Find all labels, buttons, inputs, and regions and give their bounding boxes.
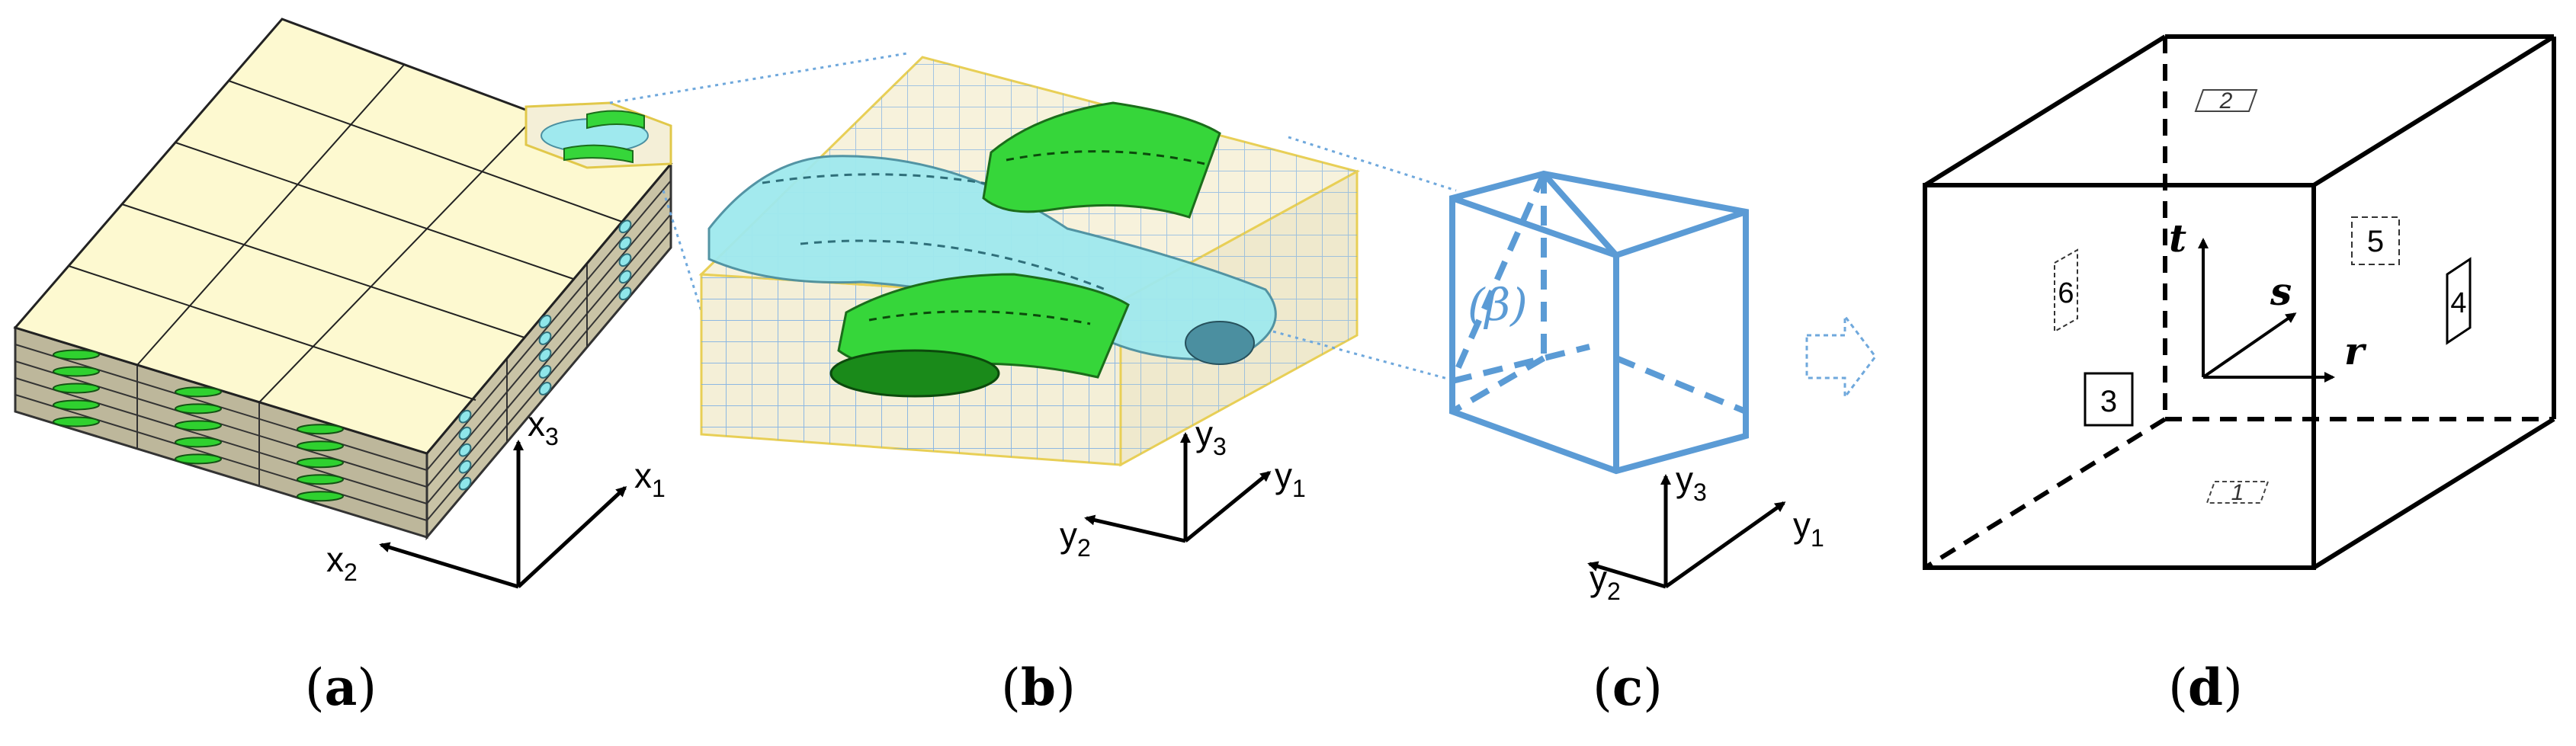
hollow-arrow-right-icon (1807, 316, 1875, 397)
face-label-5: 5 (2352, 217, 2399, 264)
axis-label-x2: x2 (326, 539, 358, 586)
axis-x2-arrow (381, 545, 518, 587)
face-label-1: 1 (2207, 480, 2268, 505)
face-label-6: 6 (2055, 250, 2077, 331)
axis-label-t: t (2169, 216, 2186, 261)
caption-d: (d) (2168, 658, 2243, 717)
svg-text:1: 1 (2231, 480, 2244, 505)
axis-y1-arrow-c (1666, 503, 1784, 587)
axis-y2-arrow (1086, 518, 1185, 541)
weft-cross-section (297, 458, 343, 467)
weft-cross-section (297, 441, 343, 450)
panel-a-laminate (15, 19, 671, 537)
svg-text:4: 4 (2450, 287, 2466, 319)
weft-cross-section (175, 404, 221, 413)
svg-text:3: 3 (2100, 385, 2117, 418)
weft-cross-section (175, 454, 221, 463)
axis-label-y3-b: y3 (1195, 414, 1227, 460)
panel-b-unit-cell (701, 57, 1357, 465)
caption-b: (b) (1001, 658, 1076, 717)
face-label-3: 3 (2085, 373, 2132, 425)
axis-label-s: s (2270, 269, 2292, 314)
axis-label-y2-c: y2 (1590, 559, 1621, 605)
axis-label-y1-c: y1 (1793, 505, 1824, 552)
face-label-2: 2 (2196, 88, 2257, 114)
axis-label-r: r (2344, 328, 2367, 373)
axis-y1-arrow (1185, 472, 1269, 541)
weft-cross-section (53, 367, 99, 376)
svg-text:2: 2 (2219, 88, 2233, 114)
axis-s-arrow (2203, 314, 2295, 377)
weft-cross-section (297, 424, 343, 434)
weft-cross-section (53, 417, 99, 426)
axis-label-x1: x1 (634, 456, 666, 502)
axes-c: y3 y1 y2 (1590, 459, 1824, 605)
axis-x1-arrow (518, 488, 625, 587)
weft-cross-section (297, 475, 343, 484)
axis-label-y1-b: y1 (1275, 456, 1306, 502)
weft-cross-section (297, 491, 343, 501)
svg-text:6: 6 (2058, 277, 2074, 309)
caption-a: (a) (305, 658, 377, 717)
weft-cross-section (175, 387, 221, 396)
axis-label-y3-c: y3 (1676, 459, 1707, 506)
caption-c: (c) (1593, 658, 1663, 717)
local-axes-rst: t r s (2169, 216, 2367, 377)
domain-label-beta: (β) (1468, 279, 1528, 331)
face-label-4: 4 (2447, 259, 2470, 343)
weft-cross-section (175, 421, 221, 430)
weft-cross-section (175, 437, 221, 447)
weft-cross-section (53, 383, 99, 392)
weft-cross-section (53, 350, 99, 359)
axis-label-y2-b: y2 (1060, 515, 1091, 562)
axis-label-x3: x3 (528, 404, 559, 450)
svg-text:5: 5 (2367, 225, 2384, 258)
weft-cross-section (53, 400, 99, 409)
face-labels: 1 2 3 4 5 6 (2055, 88, 2470, 505)
